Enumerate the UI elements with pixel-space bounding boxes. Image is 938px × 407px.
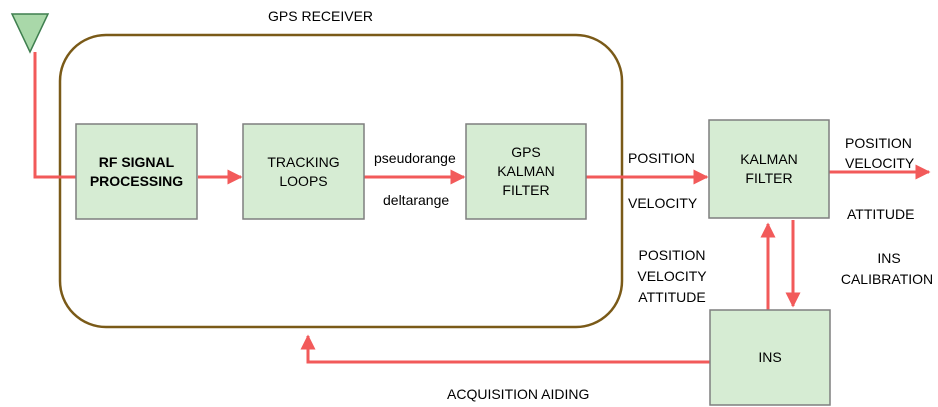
velocity-input-label: VELOCITY (628, 195, 698, 211)
gps-receiver-title: GPS RECEIVER (268, 8, 374, 24)
position-input-label: POSITION (628, 150, 695, 166)
ins-attitude-label: ATTITUDE (638, 289, 706, 305)
output-attitude-label: ATTITUDE (847, 206, 915, 222)
deltarange-label: deltarange (383, 192, 450, 208)
antenna-to-rf-line (33, 52, 76, 179)
ins-position-label: POSITION (638, 247, 706, 263)
rf-signal-processing-block (75, 123, 198, 220)
acquisition-aiding-arrow (300, 334, 710, 364)
gps-receiver-enclosure (58, 33, 624, 329)
gps-kalman-filter-block (465, 123, 587, 220)
ins-calibration-label-1: INS (877, 250, 901, 266)
ins-velocity-label: VELOCITY (637, 268, 707, 284)
rf-block-label: RF SIGNAL PROCESSING (89, 153, 184, 189)
gps-kf-block-label: GPS KALMAN FILTER (497, 144, 555, 198)
ins-block-label: INS (758, 349, 782, 365)
ins-block (709, 309, 831, 406)
output-velocity-label: VELOCITY (845, 155, 915, 171)
ins-calibration-label-2: CALIBRATION (840, 271, 934, 287)
kf-block-label: KALMAN FILTER (740, 151, 798, 186)
tracking-loops-block (242, 123, 365, 220)
tracking-block-label: TRACKING LOOPS (267, 153, 340, 189)
output-position-label: POSITION (845, 135, 912, 151)
antenna-icon (10, 13, 50, 54)
kalman-filter-block (708, 119, 830, 219)
pseudorange-label: pseudorange (374, 150, 456, 166)
acquisition-aiding-label: ACQUISITION AIDING (447, 386, 590, 402)
